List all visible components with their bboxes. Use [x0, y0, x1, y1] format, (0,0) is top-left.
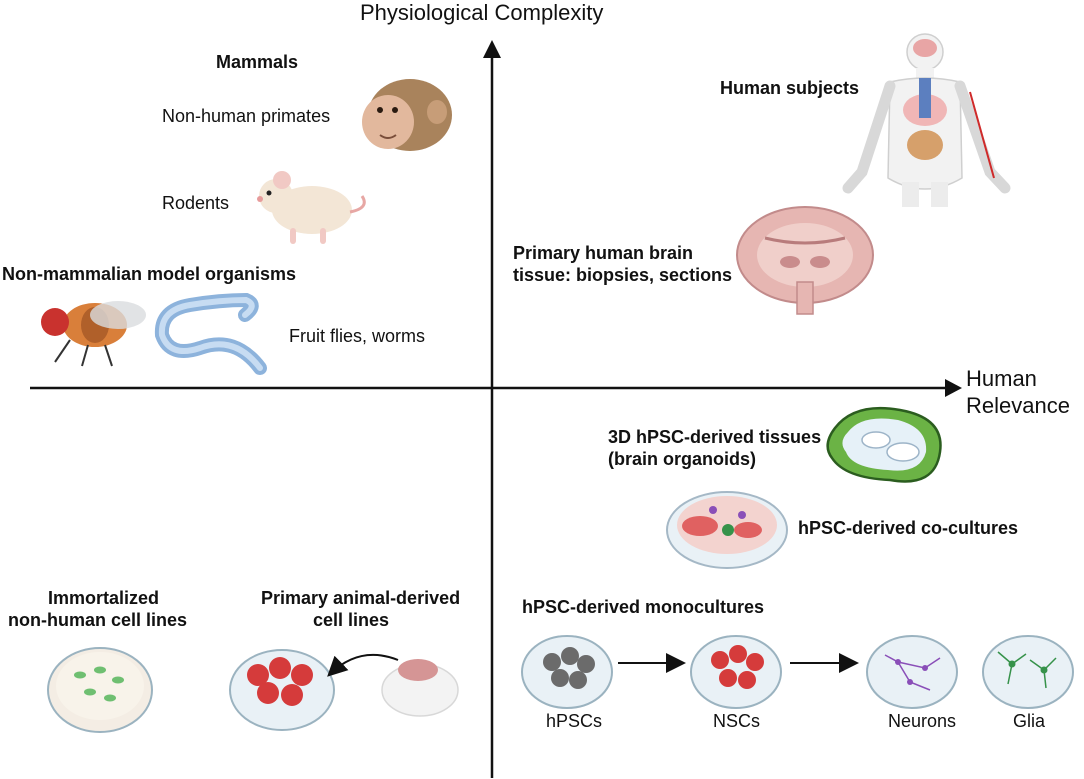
organoids-label-line2: (brain organoids)	[608, 449, 756, 469]
animal-to-dish-arrow	[327, 653, 399, 677]
fruit-fly-icon	[41, 301, 146, 367]
neurons-label: Neurons	[888, 711, 957, 731]
fruit-flies-worms-label: Fruit flies, worms	[289, 326, 426, 346]
primary-animal-label-line1: Primary animal-derived	[261, 588, 461, 608]
glia-label: Glia	[1013, 711, 1046, 731]
rodent-brain-source-icon	[381, 659, 459, 717]
immortalized-label-line1: Immortalized	[48, 588, 160, 608]
coculture-dish-icon	[666, 491, 788, 569]
monkey-icon	[362, 79, 452, 151]
organoid-icon	[826, 406, 942, 483]
worm-icon	[154, 292, 267, 375]
brain-tissue-label-line2: tissue: biopsies, sections	[513, 265, 733, 285]
brain-tissue-label-line1: Primary human brain	[513, 243, 694, 263]
primary-cells-dish-icon	[229, 649, 335, 731]
neuron-dish-icon	[866, 635, 958, 709]
hpscs-label: hPSCs	[546, 711, 603, 731]
y-axis-title: Physiological Complexity	[360, 0, 604, 25]
organoids-label-line1: 3D hPSC-derived tissues	[608, 427, 822, 447]
mammals-heading: Mammals	[216, 52, 299, 72]
x-axis	[30, 379, 962, 397]
nscs-label: NSCs	[713, 711, 761, 731]
y-axis	[483, 40, 501, 778]
rodents-label: Rodents	[162, 193, 230, 213]
mouse-icon	[257, 171, 366, 244]
non-human-primates-label: Non-human primates	[162, 106, 331, 126]
x-axis-title-line1: Human	[966, 366, 1037, 391]
glia-dish-icon	[982, 635, 1074, 709]
primary-animal-label-line2: cell lines	[313, 610, 390, 630]
cocultures-label: hPSC-derived co-cultures	[798, 518, 1019, 538]
human-subjects-heading: Human subjects	[720, 78, 860, 98]
brain-section-icon	[736, 206, 874, 315]
nsc-dish-icon	[690, 635, 782, 709]
human-body-icon	[842, 33, 1011, 207]
monocultures-heading: hPSC-derived monocultures	[522, 597, 765, 617]
hpsc-dish-icon	[521, 635, 613, 709]
immortalized-label-line2: non-human cell lines	[8, 610, 188, 630]
x-axis-title-line2: Relevance	[966, 393, 1070, 418]
immortalized-cells-dish-icon	[47, 647, 153, 733]
non-mammalian-heading: Non-mammalian model organisms	[2, 264, 297, 284]
